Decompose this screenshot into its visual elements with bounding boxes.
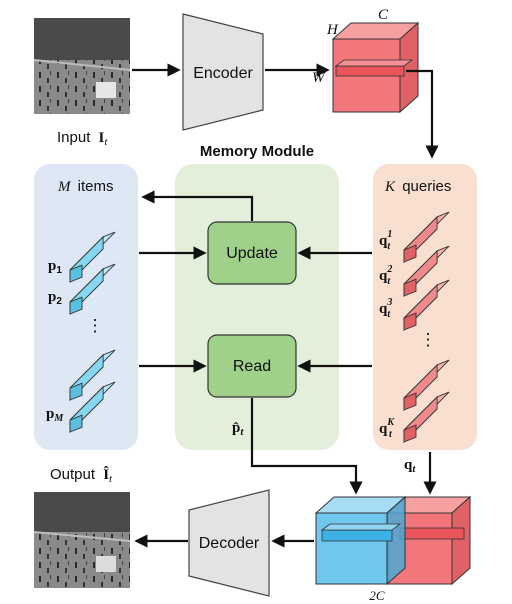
query-item-bar	[403, 245, 450, 298]
query-item-bar	[403, 279, 450, 332]
encoder-trapezoid	[182, 13, 264, 131]
query-item-bar	[403, 359, 450, 412]
memory-item-bar	[69, 231, 116, 284]
dim-h: H	[326, 22, 339, 38]
query-item-bar	[403, 391, 450, 444]
query-item-bars	[403, 211, 450, 444]
memory-item-ellipsis: ⋮	[87, 316, 104, 335]
concat-feature	[314, 495, 472, 586]
input-caption: Input It	[57, 129, 108, 148]
memory-item-label-1: p1	[48, 258, 62, 276]
encoder-label: Encoder	[193, 65, 253, 82]
memory-item-bars	[69, 231, 116, 434]
memory-item-bar	[69, 263, 116, 316]
query-item-bar	[403, 211, 450, 264]
update-label: Update	[226, 245, 278, 262]
memory-item-label-2: p2	[48, 289, 62, 307]
queries-heading: K queries	[384, 178, 451, 195]
read-output-label: p̂t	[232, 420, 244, 438]
concat-dim-label: 2C	[369, 588, 385, 603]
feature-cube	[331, 21, 420, 114]
vehicle-blob	[96, 556, 116, 572]
dim-w: W	[312, 70, 326, 86]
memory-item-bar	[69, 381, 116, 434]
input-frame	[33, 18, 131, 114]
memory-module-title: Memory Module	[200, 143, 314, 160]
vehicle-blob	[96, 82, 116, 98]
feature-query-slice	[335, 65, 405, 77]
query-ellipsis: ⋮	[420, 330, 437, 349]
memory-module-panel	[175, 164, 339, 450]
memory-items-heading: M items	[57, 178, 114, 195]
read-label: Read	[233, 358, 271, 375]
read-to-concat-arrow	[250, 398, 363, 495]
memory-item-label-m: pM	[46, 406, 64, 424]
feature-to-queries-arrow	[406, 69, 439, 159]
decoder-label: Decoder	[199, 535, 260, 552]
decoder-trapezoid	[188, 489, 270, 597]
dim-c: C	[378, 7, 389, 23]
memory-item-bar	[69, 349, 116, 402]
output-frame	[33, 492, 131, 588]
query-output-label: qt	[404, 457, 416, 475]
output-caption: Output Ît	[50, 466, 113, 485]
update-box	[207, 221, 297, 285]
update-to-memory-arrow	[141, 190, 254, 221]
read-box	[207, 334, 297, 398]
